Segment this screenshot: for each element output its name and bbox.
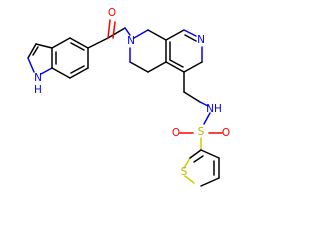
bond [35, 43, 53, 49]
bond [51, 67, 71, 79]
pyridine-ring [165, 29, 203, 73]
indole-pyrrole-ring [27, 43, 53, 75]
bond [32, 46, 39, 56]
bond [87, 37, 109, 49]
pyridine-nitrogen-label: N [197, 34, 205, 46]
bond [183, 157, 191, 169]
indole-nh-label: N [34, 72, 42, 84]
amide-nitrogen-label: N [127, 35, 135, 47]
bond [40, 67, 53, 75]
bond [51, 37, 71, 49]
carbonyl-group [87, 19, 131, 49]
carbonyl-oxygen-label: O [108, 7, 116, 19]
bond [183, 61, 203, 73]
bond [193, 155, 204, 163]
bond [165, 29, 185, 41]
bond [203, 112, 211, 125]
tetrahydro-ring [129, 29, 167, 73]
bond [200, 149, 220, 159]
bond [200, 177, 220, 187]
bond [183, 91, 201, 103]
sulfonyl-oxygen-left-label: O [172, 127, 180, 139]
thiophene-sulfur-label: S [181, 166, 188, 178]
sulfonyl-sulfur-label: S [198, 126, 205, 138]
bond [27, 57, 35, 73]
sulfonyl-oxygen-right-label: O [222, 127, 230, 139]
indole-nh-hydrogen-label: H [34, 84, 42, 96]
bond [107, 19, 111, 39]
sulfonamide-nh-label: NH [206, 103, 222, 115]
bond [169, 59, 184, 68]
bond [147, 29, 167, 41]
bond [184, 34, 197, 42]
bond [112, 21, 116, 39]
bond [184, 175, 195, 184]
bond [199, 101, 209, 107]
bond [70, 65, 85, 74]
bond [183, 29, 197, 37]
indole-benzene-ring [51, 37, 89, 79]
bond [189, 149, 202, 159]
bond [69, 37, 89, 49]
atom-labels: N H O N N NH S O O S [34, 7, 230, 178]
bond [70, 42, 85, 51]
bond [165, 61, 185, 73]
bond [133, 29, 149, 39]
bond [129, 61, 149, 73]
bond [107, 27, 126, 39]
thiophene-ring [183, 149, 220, 187]
bond [147, 61, 167, 73]
bond [27, 43, 37, 59]
bond [69, 67, 89, 79]
bond [124, 27, 131, 36]
sulfonamide-linker [179, 71, 223, 151]
molecule-structure: N H O N N NH S O O S [27, 7, 230, 187]
